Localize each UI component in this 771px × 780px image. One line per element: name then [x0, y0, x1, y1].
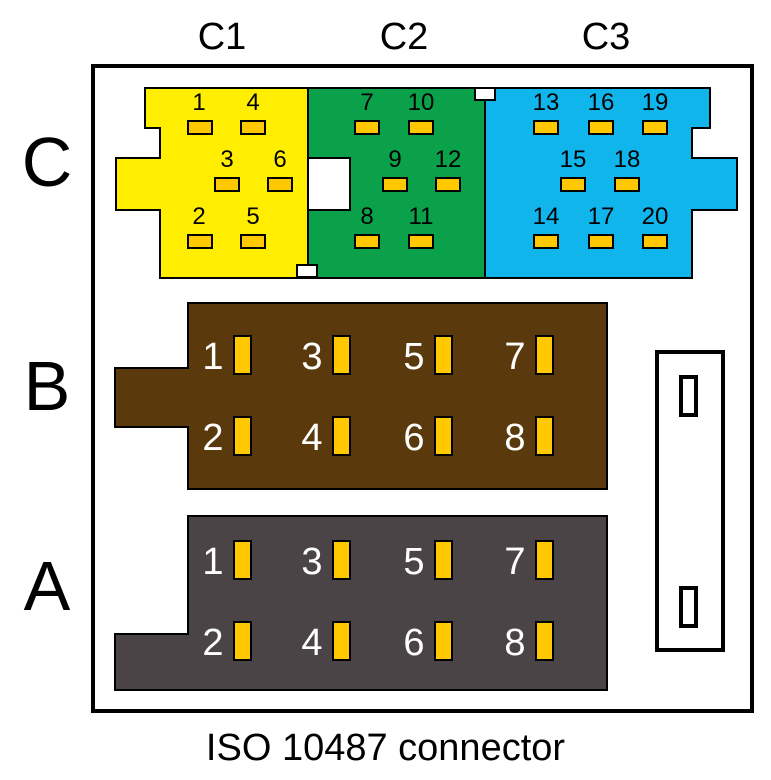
side-clip [655, 350, 725, 652]
connector-diagram: C1 C2 C3 C B A 1 4 3 6 2 5 7 10 9 12 8 1… [22, 16, 754, 713]
row-label-a: A [24, 547, 71, 625]
c2-pin-7: 7 [354, 89, 380, 135]
svg-text:10: 10 [408, 89, 435, 116]
row-label-c: C [22, 123, 73, 201]
connector-c3-body [484, 87, 738, 279]
svg-text:5: 5 [403, 336, 424, 378]
c3-pin-14: 14 [533, 203, 560, 249]
c1-pin-4: 4 [240, 89, 266, 135]
c2-pin-8: 8 [354, 203, 380, 249]
svg-text:20: 20 [642, 203, 669, 230]
svg-text:8: 8 [504, 417, 525, 459]
svg-text:4: 4 [246, 89, 259, 116]
c3-pin-20: 20 [642, 203, 669, 249]
c3-pin-15: 15 [560, 146, 587, 192]
c3-pin-19: 19 [642, 89, 669, 135]
connector-b: 1 3 5 7 2 4 6 8 [114, 302, 608, 490]
column-header-c2: C2 [380, 16, 429, 58]
connector-b-body [114, 302, 608, 490]
b-pin-7: 7 [504, 335, 554, 378]
svg-text:13: 13 [533, 89, 560, 116]
a-pin-1: 1 [202, 540, 252, 583]
svg-text:12: 12 [435, 146, 462, 173]
svg-text:4: 4 [301, 622, 322, 664]
svg-text:1: 1 [202, 541, 223, 583]
a-pin-7: 7 [504, 540, 554, 583]
svg-text:11: 11 [409, 203, 434, 230]
b-pin-1: 1 [202, 335, 252, 378]
svg-text:1: 1 [202, 336, 223, 378]
svg-text:14: 14 [533, 203, 560, 230]
a-pin-6: 6 [403, 621, 453, 664]
c1-pin-5: 5 [240, 203, 266, 249]
svg-text:7: 7 [504, 336, 525, 378]
b-pin-5: 5 [403, 335, 453, 378]
key-notch-top [474, 87, 496, 101]
a-pin-4: 4 [301, 621, 351, 664]
a-pin-5: 5 [403, 540, 453, 583]
svg-text:5: 5 [403, 541, 424, 583]
connector-c: 1 4 3 6 2 5 7 10 9 12 8 11 13 16 19 15 1… [115, 87, 738, 279]
a-pin-2: 2 [202, 621, 252, 664]
c2-pin-11: 11 [408, 203, 434, 249]
c1-pin-1: 1 [187, 89, 213, 135]
svg-text:1: 1 [192, 89, 205, 116]
b-pin-6: 6 [403, 416, 453, 459]
c1-pin-6: 6 [267, 146, 293, 192]
c1-pin-2: 2 [187, 203, 213, 249]
side-clip-slot-lower [679, 586, 698, 628]
svg-text:8: 8 [360, 203, 373, 230]
a-pin-3: 3 [301, 540, 351, 583]
svg-text:6: 6 [273, 146, 286, 173]
svg-text:2: 2 [202, 622, 223, 664]
svg-text:18: 18 [614, 146, 641, 173]
svg-text:2: 2 [202, 417, 223, 459]
row-label-b: B [24, 347, 71, 425]
c2-pin-10: 10 [408, 89, 435, 135]
column-header-c3: C3 [582, 16, 631, 58]
column-header-c1: C1 [198, 16, 247, 58]
key-notch-bottom [296, 264, 318, 278]
b-pin-2: 2 [202, 416, 252, 459]
c2-pin-12: 12 [435, 146, 462, 192]
svg-text:16: 16 [588, 89, 615, 116]
c1-pin-3: 3 [214, 146, 240, 192]
svg-text:7: 7 [504, 541, 525, 583]
a-pin-8: 8 [504, 621, 554, 664]
svg-text:15: 15 [560, 146, 587, 173]
b-pin-4: 4 [301, 416, 351, 459]
c3-pin-16: 16 [588, 89, 615, 135]
svg-text:8: 8 [504, 622, 525, 664]
svg-text:17: 17 [588, 203, 615, 230]
c3-pin-18: 18 [614, 146, 641, 192]
svg-text:6: 6 [403, 622, 424, 664]
svg-text:6: 6 [403, 417, 424, 459]
c3-pin-17: 17 [588, 203, 615, 249]
c3-pin-13: 13 [533, 89, 560, 135]
b-pin-3: 3 [301, 335, 351, 378]
connector-a: 1 3 5 7 2 4 6 8 [114, 515, 608, 691]
svg-text:3: 3 [301, 541, 322, 583]
svg-text:4: 4 [301, 417, 322, 459]
svg-text:5: 5 [246, 203, 259, 230]
side-clip-slot-upper [679, 375, 698, 417]
svg-text:7: 7 [360, 89, 373, 116]
svg-text:9: 9 [388, 146, 401, 173]
svg-text:2: 2 [192, 203, 205, 230]
connector-a-body [114, 515, 608, 691]
diagram-caption: ISO 10487 connector [205, 727, 566, 769]
b-pin-8: 8 [504, 416, 554, 459]
svg-text:3: 3 [220, 146, 233, 173]
svg-text:3: 3 [301, 336, 322, 378]
svg-text:19: 19 [642, 89, 669, 116]
c2-pin-9: 9 [382, 146, 408, 192]
